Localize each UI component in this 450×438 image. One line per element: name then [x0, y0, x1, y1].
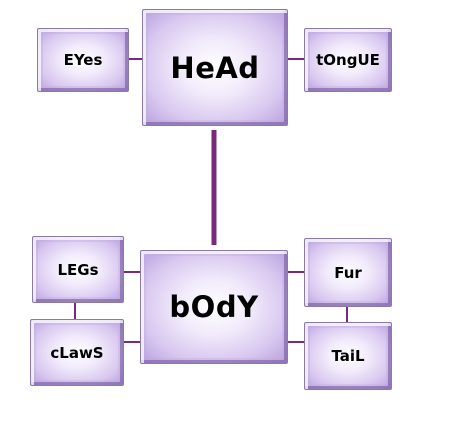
node-tongue: tOngUE: [304, 28, 392, 92]
node-tail: TaiL: [304, 322, 392, 390]
node-head: HeAd: [142, 9, 288, 126]
node-claws: cLawS: [30, 319, 124, 386]
node-legs: LEGs: [32, 236, 124, 303]
node-eyes: EYes: [37, 28, 129, 92]
node-body: bOdY: [140, 250, 288, 364]
node-fur: Fur: [304, 238, 392, 307]
